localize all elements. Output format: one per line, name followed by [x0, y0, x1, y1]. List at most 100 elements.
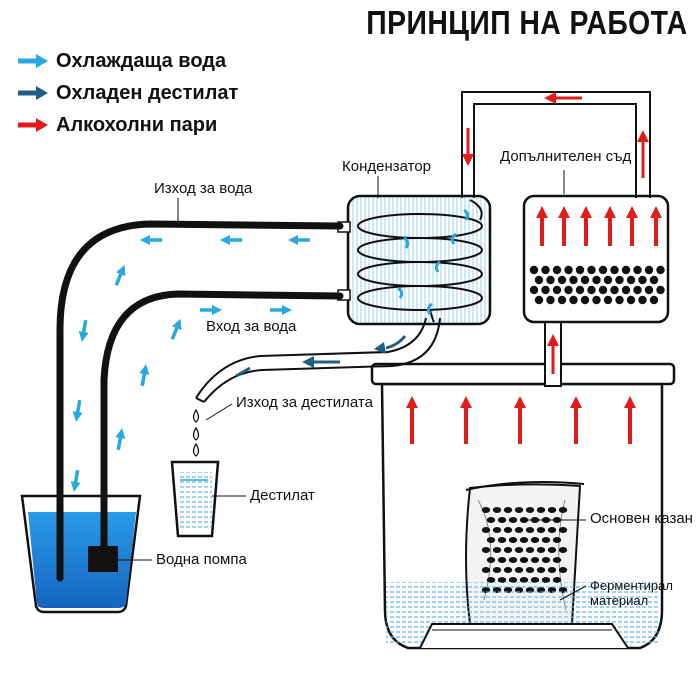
arrow-right-icon [18, 86, 48, 100]
vapor-arrow [604, 206, 616, 246]
pump-icon [88, 546, 118, 572]
vessel-dot [603, 275, 613, 285]
material-dot [536, 547, 546, 553]
material-dot [486, 557, 496, 563]
vapor-arrow [406, 396, 418, 444]
legend-item-distillate: Охладен дестилат [16, 80, 238, 106]
legend-item-cooling-water: Охлаждаща вода [16, 48, 226, 74]
vessel-dot [592, 295, 601, 305]
label-main-pot: Основен казан [590, 510, 693, 527]
material-dot [492, 547, 502, 553]
ferment-bag [460, 481, 585, 625]
vessel-dot [529, 285, 539, 295]
vessel-dot [569, 295, 578, 305]
label-condenser: Кондензатор [342, 158, 432, 175]
water-arrow [139, 364, 150, 387]
vessel-dot [534, 275, 544, 285]
distillate-drops [192, 408, 200, 457]
vapor-arrows-pot [406, 396, 636, 444]
distillate-glass [170, 460, 220, 538]
main-pot [370, 362, 676, 650]
vessel-dot [534, 295, 544, 305]
label-ferment: Ферментирал материал [590, 578, 673, 608]
material-dot [497, 517, 507, 523]
vessel-dot [615, 275, 624, 285]
label-ferment-line1: Ферментирал [590, 578, 673, 593]
water-arrow [270, 305, 292, 315]
vessel-dot [656, 285, 665, 295]
coil-flow-arrow [450, 232, 457, 245]
water-flow-arrows [70, 235, 310, 492]
vessel-dot [615, 295, 624, 305]
vessel-dot [621, 265, 631, 275]
vessel-dot [557, 295, 567, 305]
material-dot [547, 547, 557, 553]
material-dot [547, 507, 557, 513]
vessel-dot [546, 295, 555, 305]
material-dot [558, 567, 568, 573]
vessel-dot [649, 275, 659, 285]
material-dot [519, 577, 529, 583]
material-dot [514, 527, 524, 533]
material-dot [486, 577, 496, 583]
material-dot [541, 577, 551, 583]
material-dot [497, 557, 507, 563]
label-water-in: Вход за вода [206, 318, 297, 335]
vessel-dot [656, 265, 665, 275]
label-distillate-out: Изход за дестилата [236, 394, 373, 411]
vessel-dot [633, 265, 642, 275]
arrow-right-icon [18, 54, 48, 68]
label-distillate: Дестилат [250, 487, 315, 504]
vessel-dot [626, 275, 636, 285]
vessel-dot [644, 265, 654, 275]
vapor-arrow [580, 206, 592, 246]
water-arrow [170, 318, 182, 340]
vessel-dot [598, 285, 608, 295]
vessel-dot [621, 285, 631, 295]
vapor-arrow [460, 396, 472, 444]
legend-label: Алкохолни пари [56, 113, 218, 136]
material-dot [552, 577, 562, 583]
vessel-dot [598, 265, 608, 275]
vapor-arrow [536, 206, 548, 246]
material-dot [514, 567, 524, 573]
arrow-right-icon [18, 118, 48, 132]
material-dot [525, 567, 535, 573]
label-water-out: Изход за вода [154, 180, 253, 197]
material-dot [481, 527, 491, 533]
coil-outlet [429, 309, 435, 323]
material-dot [508, 517, 518, 523]
legend-item-vapor: Алкохолни пари [16, 112, 217, 138]
material-dot [508, 537, 518, 543]
material-dot [508, 557, 518, 563]
material-dot [536, 507, 546, 513]
material-dot [519, 557, 529, 563]
material-dot [558, 547, 568, 553]
leader-lines [118, 170, 587, 601]
coil-flow-arrow [434, 260, 441, 273]
material-dot [503, 567, 513, 573]
water-tub [20, 494, 142, 614]
material-dot [492, 507, 502, 513]
legend-label: Охладен дестилат [56, 81, 239, 104]
vapor-pipe-top [461, 91, 651, 198]
label-water-pump: Водна помпа [156, 551, 247, 568]
vapor-pipe-lower [544, 319, 562, 387]
material-dot [503, 547, 513, 553]
vessel-dot [569, 275, 578, 285]
material-dot [519, 537, 529, 543]
material-dot [536, 567, 546, 573]
vapor-arrow [624, 396, 636, 444]
vessel-dot [649, 295, 659, 305]
material-dot [492, 567, 502, 573]
vessel-dot [633, 285, 642, 295]
water-arrow [200, 305, 222, 315]
material-dot [536, 527, 546, 533]
vessel-dot [610, 285, 619, 295]
vapor-arrow [626, 206, 638, 246]
coil-flow-arrow [463, 208, 470, 221]
material-dot [481, 567, 491, 573]
vessel-dot [580, 295, 590, 305]
material-dot [481, 547, 491, 553]
